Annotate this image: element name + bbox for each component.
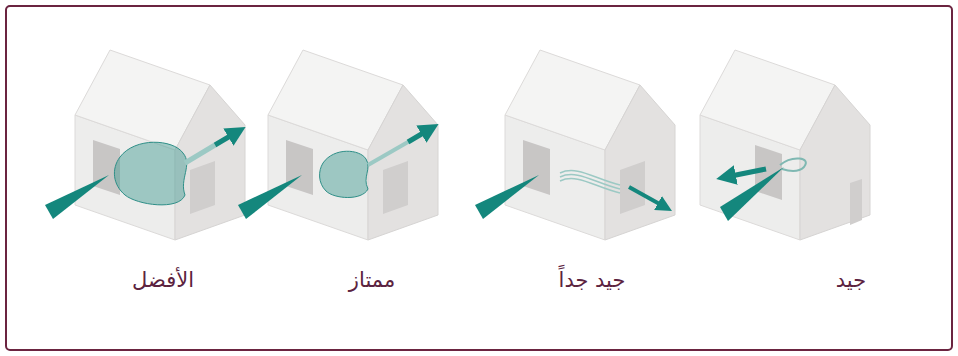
illustration-part	[383, 161, 408, 214]
illustration-part	[720, 167, 784, 221]
illustration-part	[190, 161, 215, 214]
house-excellent	[238, 50, 438, 240]
rating-label: الأفضل	[132, 268, 194, 293]
illustration-part	[629, 187, 665, 207]
rating-label: ممتاز	[349, 268, 395, 293]
illustration-part	[726, 169, 766, 177]
illustration-part	[286, 140, 313, 195]
illustration-part	[523, 140, 550, 195]
illustration-part	[45, 175, 109, 219]
illustration-part	[560, 179, 620, 193]
illustration-part	[368, 142, 408, 165]
illustration-part	[505, 50, 675, 240]
illustration-part	[114, 142, 186, 205]
illustration-part	[238, 175, 302, 219]
illustration-part	[320, 151, 368, 197]
illustration-part	[780, 158, 806, 171]
illustration-part	[268, 50, 438, 240]
illustration-part	[700, 50, 870, 240]
illustration-part	[408, 129, 430, 142]
house-good	[700, 50, 870, 240]
illustration-part	[850, 179, 862, 225]
illustration-part	[560, 175, 620, 189]
rating-label: جيد جداً	[559, 268, 626, 293]
illustration-part	[215, 132, 237, 145]
illustration-part	[75, 50, 245, 240]
house-best	[45, 50, 245, 240]
house-very-good	[475, 50, 675, 240]
illustration-part	[185, 145, 215, 163]
illustration-part	[6, 6, 952, 350]
rating-label: جيد	[836, 268, 866, 293]
illustration-part	[475, 175, 539, 219]
